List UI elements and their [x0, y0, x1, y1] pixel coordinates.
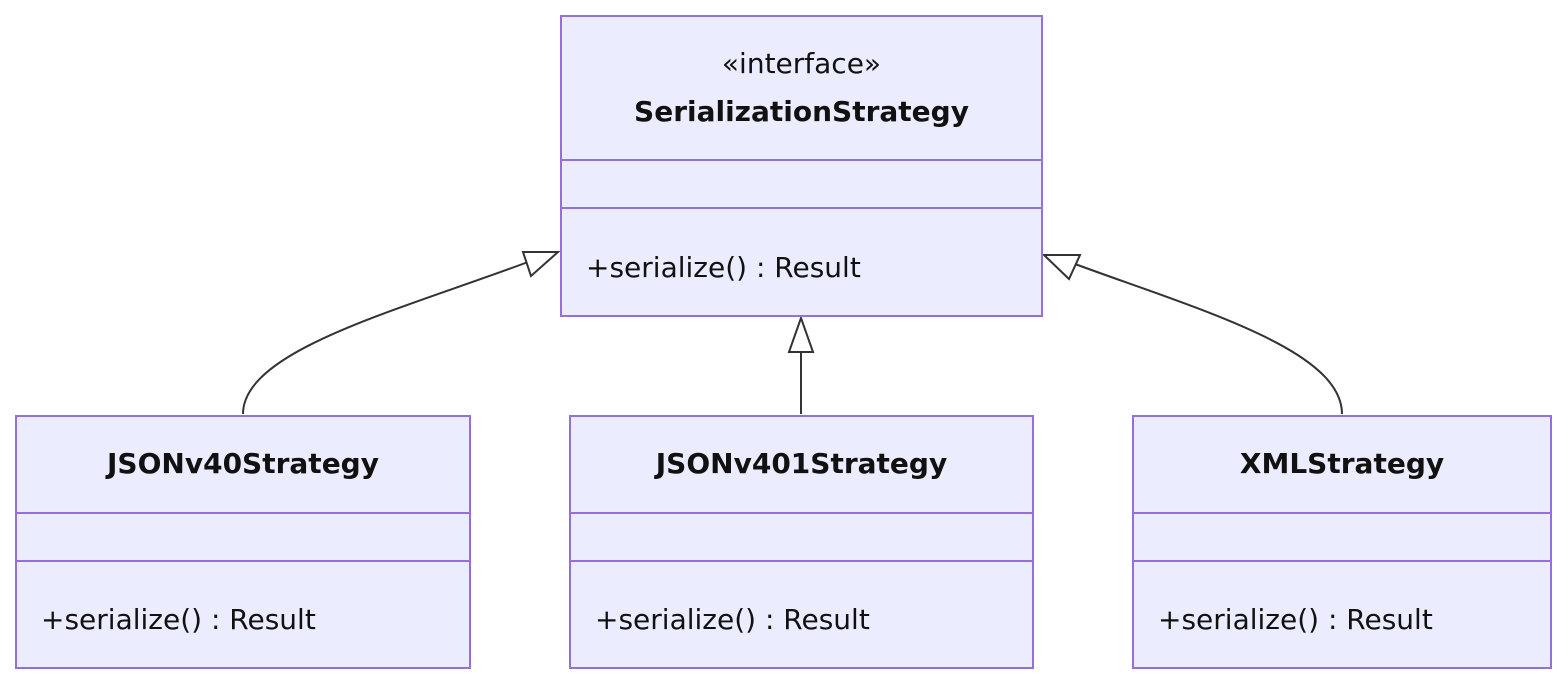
interface-serialization-strategy: «interface» SerializationStrategy +seria…	[560, 15, 1043, 317]
class-jsonv40: JSONv40Strategy +serialize() : Result	[15, 415, 471, 669]
method: +serialize() : Result	[41, 603, 316, 636]
edge-jsonv40	[242, 261, 529, 415]
arrowhead-jsonv40	[521, 251, 561, 278]
class-name: XMLStrategy	[1239, 447, 1445, 480]
class-name: JSONv40Strategy	[107, 447, 379, 480]
class-name: JSONv401Strategy	[655, 447, 948, 480]
arrowhead-xml	[1041, 254, 1082, 281]
arrowhead-jsonv401	[787, 314, 815, 353]
method: +serialize() : Result	[595, 603, 870, 636]
edge-xml	[1074, 263, 1343, 415]
method: +serialize() : Result	[1158, 603, 1433, 636]
class-name: SerializationStrategy	[634, 95, 969, 128]
class-xml: XMLStrategy +serialize() : Result	[1132, 415, 1552, 669]
stereotype: «interface»	[721, 47, 882, 80]
class-jsonv401: JSONv401Strategy +serialize() : Result	[569, 415, 1034, 669]
method: +serialize() : Result	[586, 251, 861, 284]
